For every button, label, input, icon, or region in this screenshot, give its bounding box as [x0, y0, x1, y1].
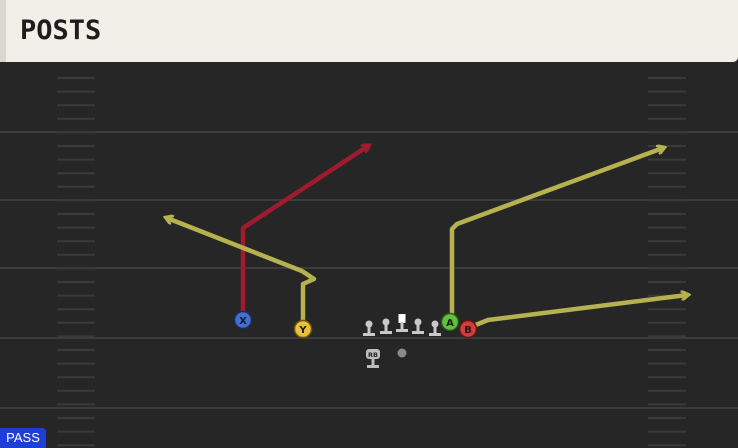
receiver-a-label: A: [446, 318, 454, 329]
lineman-icon: [429, 320, 441, 336]
play-title: POSTS: [20, 15, 102, 46]
play-field: RB X Y A B: [0, 62, 738, 448]
receiver-y[interactable]: Y: [293, 319, 313, 339]
offensive-line: [363, 314, 441, 336]
yard-lines: [0, 131, 738, 409]
lineman-icon: [363, 320, 375, 336]
receiver-a[interactable]: A: [440, 312, 460, 332]
lineman-icon: [380, 318, 392, 334]
lineman-icon: [412, 318, 424, 334]
receiver-b-label: B: [464, 325, 472, 336]
play-header: POSTS: [0, 0, 738, 62]
center-icon: [396, 314, 408, 332]
quarterback-icon: [397, 348, 407, 358]
play-type-badge: PASS: [0, 428, 46, 448]
route-y-corner: [167, 218, 317, 330]
receiver-x-label: X: [239, 316, 247, 327]
route-a-post: [449, 148, 663, 325]
header-accent: [0, 0, 6, 62]
hash-marks: [57, 77, 686, 447]
running-back-icon: RB: [366, 349, 380, 368]
receiver-b[interactable]: B: [458, 319, 478, 339]
route-x-post: [240, 146, 368, 322]
routes: [167, 146, 687, 331]
receiver-x[interactable]: X: [233, 310, 253, 330]
receiver-y-label: Y: [298, 325, 307, 336]
rb-label: RB: [368, 351, 378, 359]
